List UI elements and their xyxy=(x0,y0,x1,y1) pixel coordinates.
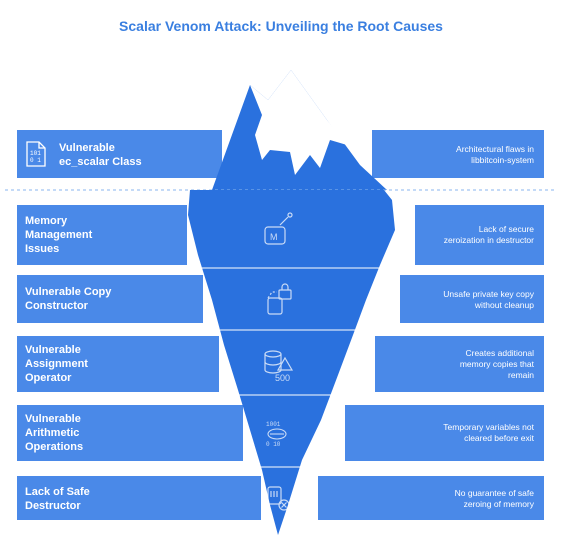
layer-band-5: Vulnerable Arithmetic Operations xyxy=(17,405,243,461)
layer-band-2: Memory Management Issues xyxy=(17,205,187,265)
layer-band-6: Lack of Safe Destructor xyxy=(17,476,261,520)
copy-lock-icon xyxy=(267,283,292,315)
svg-text:M: M xyxy=(270,232,278,242)
iceberg-snowcap xyxy=(250,70,347,175)
layer-desc-band-1: Architectural flaws in libbitcoin-system xyxy=(372,130,544,178)
layer-description-4: Creates additional memory copies that re… xyxy=(459,348,534,380)
layer-description-5: Temporary variables not cleared before e… xyxy=(443,422,534,443)
layer-desc-band-6: No guarantee of safe zeroing of memory xyxy=(318,476,544,520)
warning-code-text: 500 xyxy=(275,373,290,383)
layer-desc-band-4: Creates additional memory copies that re… xyxy=(375,336,544,392)
binary-mask-icon: 1001 0 10 xyxy=(266,421,287,448)
layer-label-4: Vulnerable Assignment Operator xyxy=(25,344,88,384)
layer-label-3: Vulnerable Copy Constructor xyxy=(25,286,112,312)
page-title: Scalar Venom Attack: Unveiling the Root … xyxy=(119,18,443,34)
database-warning-icon: 500 xyxy=(264,350,294,383)
svg-text:0 1: 0 1 xyxy=(30,157,41,164)
layer-desc-band-3: Unsafe private key copy without cleanup xyxy=(400,275,544,323)
binary-file-icon: 101 0 1 xyxy=(26,141,46,167)
svg-text:0 10: 0 10 xyxy=(266,441,281,448)
layer-label-5: Vulnerable Arithmetic Operations xyxy=(25,413,84,453)
svg-text:101: 101 xyxy=(30,150,41,157)
layer-label-1: Vulnerable ec_scalar Class xyxy=(59,142,142,168)
layer-band-1: 101 0 1 Vulnerable ec_scalar Class xyxy=(17,130,222,178)
layer-label-6: Lack of Safe Destructor xyxy=(25,486,90,512)
layer-desc-band-2: Lack of secure zeroization in destructor xyxy=(415,205,544,265)
layer-band-3: Vulnerable Copy Constructor xyxy=(17,275,203,323)
layer-band-4: Vulnerable Assignment Operator xyxy=(17,336,219,392)
memory-chip-icon: M xyxy=(264,212,293,245)
layer-description-3: Unsafe private key copy without cleanup xyxy=(443,289,534,310)
iceberg-body xyxy=(188,190,395,535)
file-delete-icon xyxy=(267,486,290,511)
layer-desc-band-5: Temporary variables not cleared before e… xyxy=(345,405,544,461)
layer-description-2: Lack of secure zeroization in destructor xyxy=(443,224,534,245)
layer-label-2: Memory Management Issues xyxy=(25,215,93,255)
svg-text:1001: 1001 xyxy=(266,421,281,428)
layer-description-1: Architectural flaws in libbitcoin-system xyxy=(456,144,534,165)
layer-description-6: No guarantee of safe zeroing of memory xyxy=(454,488,534,509)
